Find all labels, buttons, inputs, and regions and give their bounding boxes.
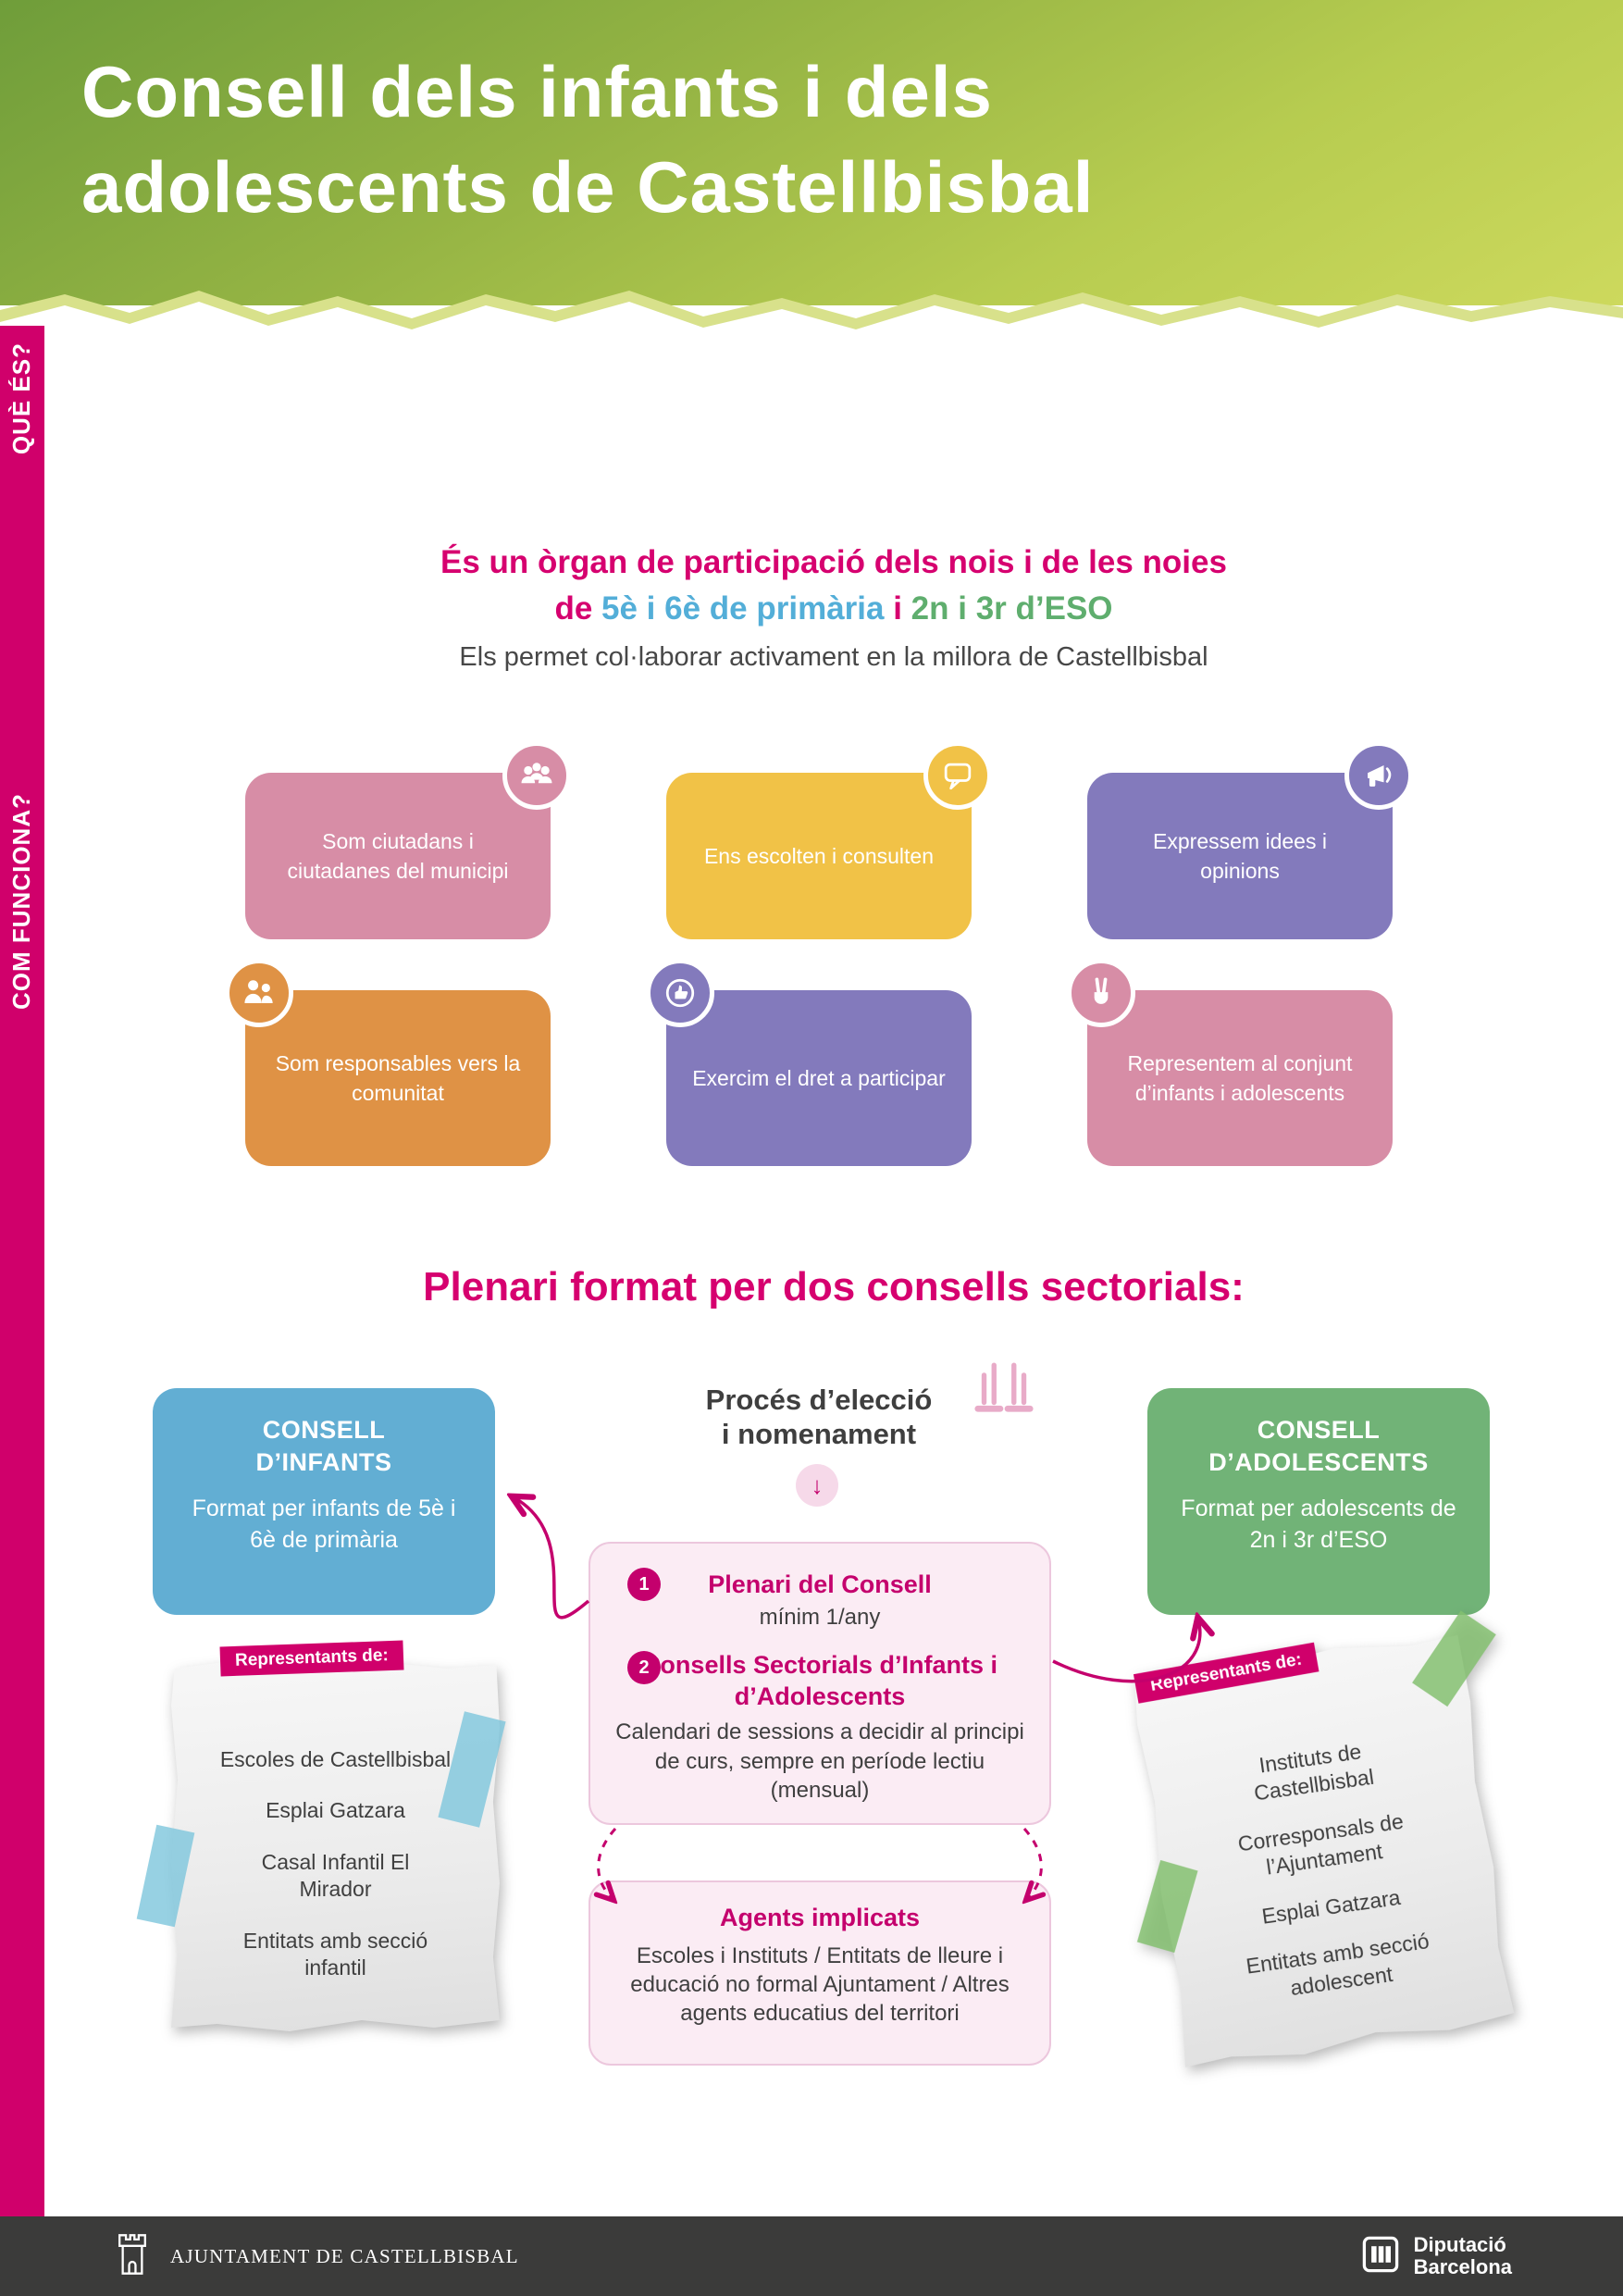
ajuntament-logo: AJUNTAMENT DE CASTELLBISBAL	[111, 2228, 519, 2285]
intro-line2-connector: i	[884, 590, 911, 627]
intro-line3: Els permet col·laborar activament en la …	[459, 642, 1208, 672]
page-title-line1: Consell dels infants i dels	[81, 51, 993, 132]
diputacio-logo: Diputació Barcelona	[1360, 2234, 1512, 2279]
left-note-item: Entitats amb secció infantil	[242, 1928, 428, 1980]
right-note-paper: Instituts de Castellbisbal Corresponsals…	[1131, 1631, 1516, 2071]
down-arrow-icon: ↓	[796, 1464, 838, 1507]
plenari-title: Plenari del Consell	[708, 1570, 932, 1598]
left-note: Escoles de Castellbisbal Esplai Gatzara …	[171, 1661, 500, 2031]
card-text: Ens escolten i consulten	[703, 843, 935, 868]
plenari-consell-box: 1 Plenari del Consell mínim 1/any 2 Cons…	[588, 1542, 1051, 1825]
raised-hands-icon	[964, 1349, 1044, 1421]
card-text: Som responsables vers la comunitat	[275, 1050, 521, 1105]
section-sidebar: QUÈ ÉS? COM FUNCIONA?	[0, 326, 44, 2216]
consell-infants-body: Format per infants de 5è i 6è de primàri…	[192, 1496, 456, 1553]
process-label: Procés d’elecció i nomenament	[652, 1384, 985, 1451]
process-label-line2: i nomenament	[721, 1417, 917, 1450]
card-representem: Representem al conjunt d’infants i adole…	[1067, 959, 1393, 1166]
card-exercim: Exercim el dret a participar	[646, 959, 972, 1166]
agents-body: Escoles i Instituts / Entitats de lleure…	[630, 1942, 1010, 2027]
intro-line1: És un òrgan de participació dels nois i …	[440, 544, 1227, 580]
consell-adolescents-box: CONSELL D’ADOLESCENTS Format per adolesc…	[1147, 1388, 1490, 1615]
diputacio-line2: Barcelona	[1413, 2255, 1512, 2278]
right-note-item: Corresponsals de l’Ajuntament	[1236, 1808, 1406, 1880]
section-heading: Plenari format per dos consells sectoria…	[423, 1264, 1245, 1309]
sectorials-title: Consells Sectorials d’Infants i d’Adoles…	[641, 1650, 998, 1710]
citizens-group-icon	[502, 741, 571, 810]
intro-block: És un òrgan de participació dels nois i …	[44, 544, 1623, 673]
card-ens-escolten: Ens escolten i consulten	[666, 741, 992, 939]
agents-implicats-box: Agents implicats Escoles i Instituts / E…	[588, 1880, 1051, 2066]
card-som-responsables: Som responsables vers la comunitat	[225, 959, 551, 1166]
agents-title: Agents implicats	[719, 1904, 921, 1931]
left-note-item: Esplai Gatzara	[266, 1798, 405, 1823]
left-note-item: Casal Infantil El Mirador	[261, 1849, 410, 1902]
header-banner: Consell dels infants i dels adolescents …	[0, 0, 1623, 305]
diputacio-label: Diputació Barcelona	[1414, 2234, 1512, 2278]
card-text: Exercim el dret a participar	[692, 1065, 946, 1090]
consell-adolescents-title: CONSELL D’ADOLESCENTS	[1208, 1416, 1429, 1477]
page-title: Consell dels infants i dels adolescents …	[81, 44, 1094, 235]
intro-line2: de 5è i 6è de primària i 2n i 3r d’ESO	[44, 590, 1623, 627]
plenari-body: mínim 1/any	[759, 1604, 881, 1630]
speech-bubble-icon	[923, 741, 992, 810]
process-label-line1: Procés d’elecció	[705, 1384, 933, 1416]
card-text: Som ciutadans i ciutadanes del municipi	[287, 828, 509, 883]
consell-infants-box: CONSELL D’INFANTS Format per infants de …	[153, 1388, 495, 1615]
right-note-item: Entitats amb secció adolescent	[1245, 1929, 1431, 2000]
intro-line2-prefix: de	[554, 590, 602, 627]
consell-infants-title: CONSELL D’INFANTS	[255, 1416, 392, 1477]
sectorials-body: Calendari de sessions a decidir al princ…	[615, 1719, 1024, 1803]
left-note-paper: Escoles de Castellbisbal Esplai Gatzara …	[171, 1661, 500, 2031]
thumbs-up-icon	[646, 959, 714, 1027]
card-expressem: Expressem idees i opinions	[1087, 741, 1413, 939]
page-title-line2: adolescents de Castellbisbal	[81, 145, 1095, 228]
community-people-icon	[225, 959, 293, 1027]
right-note-item: Esplai Gatzara	[1259, 1884, 1402, 1929]
card-som-ciutadans: Som ciutadans i ciutadanes del municipi	[245, 741, 571, 939]
torn-paper-edge	[0, 291, 1623, 379]
sidebar-label-que-es: QUÈ ÉS?	[7, 342, 35, 455]
victory-hand-icon	[1067, 959, 1135, 1027]
diputacio-icon	[1360, 2234, 1401, 2279]
intro-line2-eso: 2n i 3r d’ESO	[911, 590, 1113, 627]
megaphone-icon	[1344, 741, 1413, 810]
step-2-badge: 2	[627, 1651, 661, 1684]
sidebar-label-com-funciona: COM FUNCIONA?	[7, 793, 35, 1010]
left-note-item: Escoles de Castellbisbal	[219, 1747, 452, 1771]
diputacio-line1: Diputació	[1413, 2233, 1506, 2257]
card-text: Expressem idees i opinions	[1153, 828, 1327, 883]
footer-bar: AJUNTAMENT DE CASTELLBISBAL Diputació Ba…	[0, 2216, 1623, 2296]
intro-line2-primaria: 5è i 6è de primària	[601, 590, 885, 627]
castle-icon	[111, 2228, 154, 2285]
step-1-badge: 1	[627, 1568, 661, 1601]
right-note: Instituts de Castellbisbal Corresponsals…	[1131, 1610, 1516, 2071]
right-note-item: Instituts de Castellbisbal	[1252, 1739, 1376, 1806]
ajuntament-label: AJUNTAMENT DE CASTELLBISBAL	[170, 2244, 519, 2267]
card-text: Representem al conjunt d’infants i adole…	[1127, 1050, 1353, 1105]
consell-adolescents-body: Format per adolescents de 2n i 3r d’ESO	[1181, 1496, 1456, 1553]
